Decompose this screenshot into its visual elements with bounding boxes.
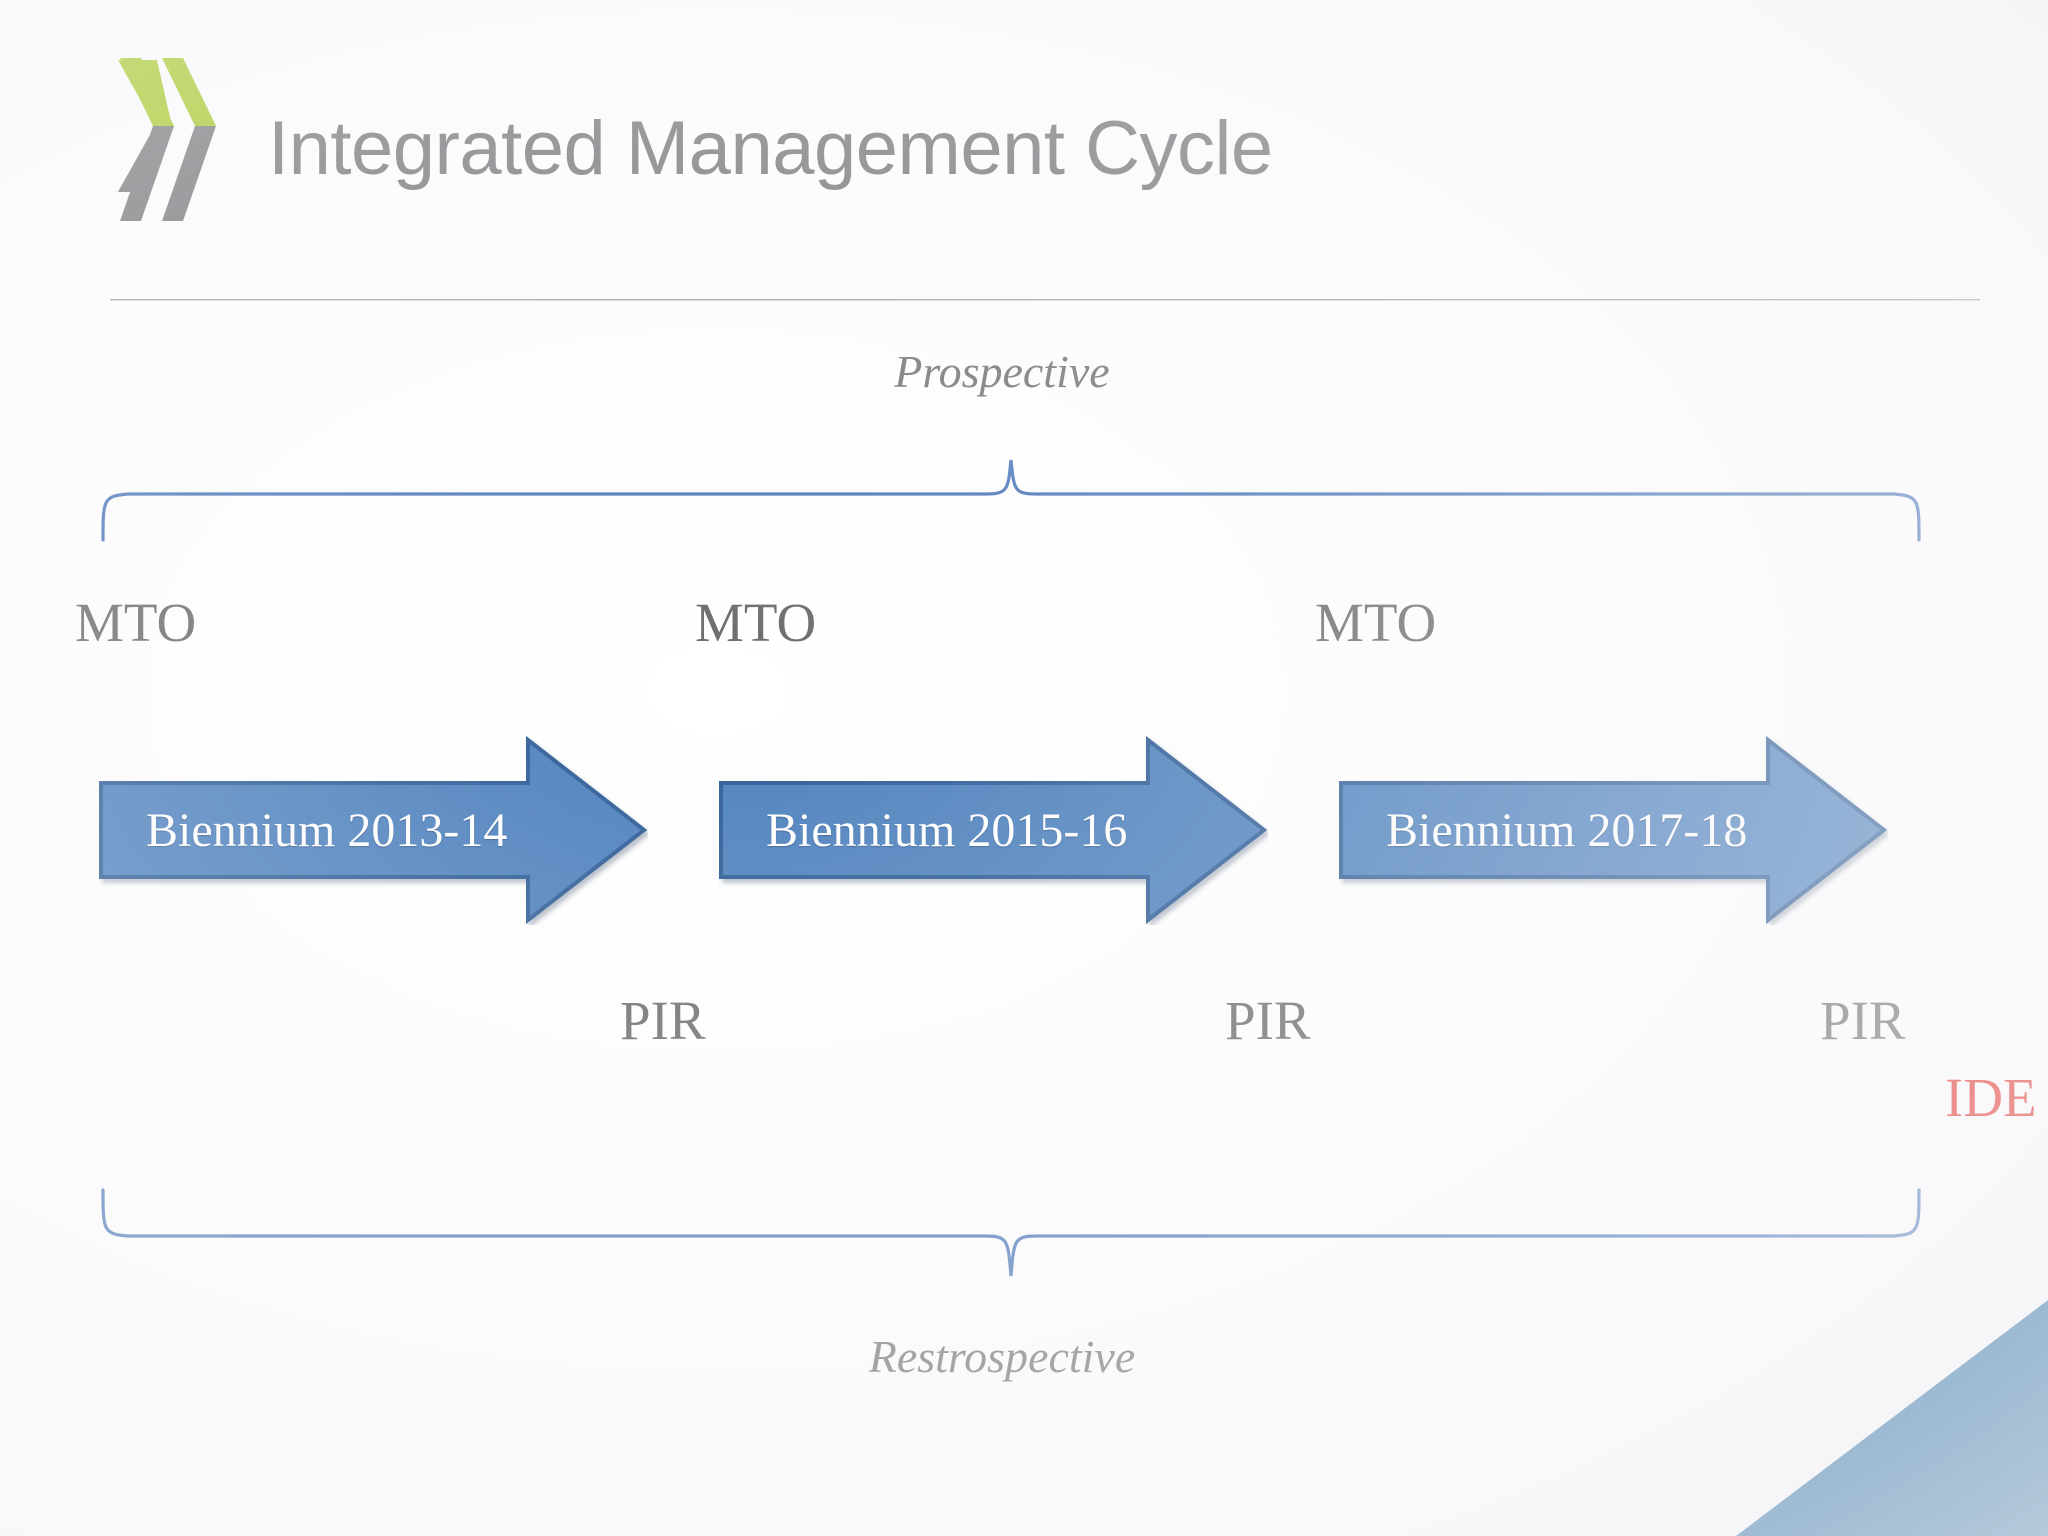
double-chevron-logo bbox=[110, 48, 222, 233]
corner-accent-triangle bbox=[1736, 1300, 2048, 1536]
pir-label-1: PIR bbox=[620, 990, 706, 1051]
retrospective-brace bbox=[101, 1188, 1921, 1277]
header-divider bbox=[110, 299, 1980, 301]
pir-label-2: PIR bbox=[1225, 990, 1311, 1051]
pir-label-3: PIR bbox=[1820, 990, 1906, 1051]
biennium-label-3: Biennium 2017-18 bbox=[1386, 803, 1748, 857]
retrospective-label: Restrospective bbox=[868, 1331, 1136, 1382]
ide-label: IDE bbox=[1945, 1067, 2037, 1128]
biennium-label-1: Biennium 2013-14 bbox=[146, 803, 508, 857]
biennium-arrow-2: Biennium 2015-16 bbox=[718, 735, 1268, 925]
biennium-arrow-3: Biennium 2017-18 bbox=[1338, 735, 1888, 925]
mto-label-2: MTO bbox=[695, 592, 817, 653]
prospective-brace bbox=[101, 459, 1921, 542]
mto-label-3: MTO bbox=[1315, 592, 1437, 653]
page-title: Integrated Management Cycle bbox=[268, 106, 1273, 191]
prospective-label: Prospective bbox=[894, 346, 1110, 397]
biennium-arrow-1: Biennium 2013-14 bbox=[98, 735, 648, 925]
mto-label-1: MTO bbox=[75, 592, 197, 653]
logo-icon bbox=[118, 58, 216, 221]
biennium-label-2: Biennium 2015-16 bbox=[766, 803, 1128, 857]
